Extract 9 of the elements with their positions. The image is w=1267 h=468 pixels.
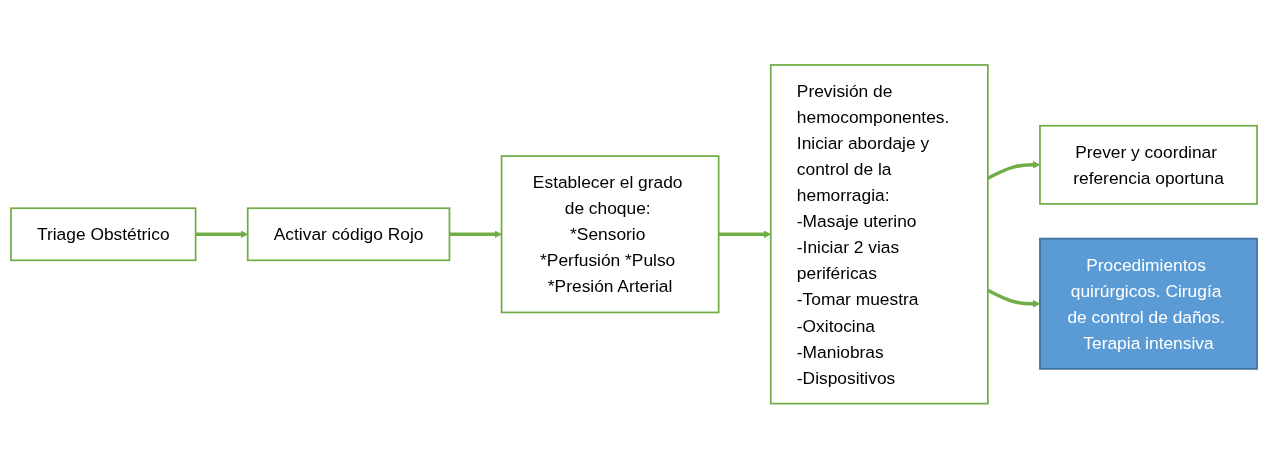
arrow — [448, 230, 502, 238]
node-box: Procedimientos quirúrgicos. Cirugía de control de daños. Terapia intensiva — [1038, 237, 1258, 370]
node-box: Triage Obstétrico — [9, 207, 196, 261]
node-box: Prever y coordinar referencia oportuna — [1038, 124, 1258, 205]
node-box: Establecer el grado de choque: *Sensorio *Perfusión *Pulso *Presión Arterial — [500, 155, 719, 313]
node-box: Activar código Rojo — [246, 207, 450, 261]
arrow — [195, 230, 248, 238]
arrow — [718, 230, 771, 238]
node-box: Previsión de hemocomponentes. Iniciar abordaje y control de la hemorragia: -Masaje uterino -Iniciar 2 vias periféricas -Tomar muestra -Oxitocina -Maniobras -Dispositivos — [769, 63, 989, 405]
